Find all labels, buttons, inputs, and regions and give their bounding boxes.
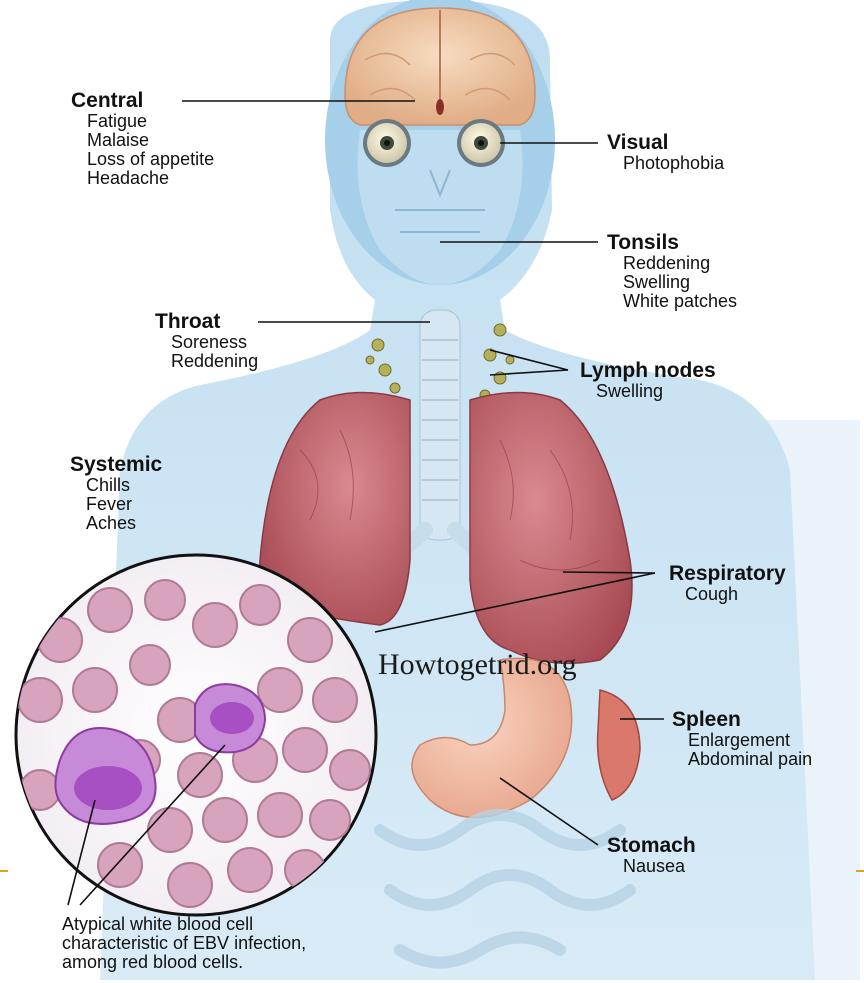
watermark: Howtogetrid.org — [378, 648, 577, 682]
caption-line: characteristic of EBV infection, — [62, 934, 306, 953]
symptom: Swelling — [580, 382, 716, 401]
label-stomach: Stomach Nausea — [607, 835, 696, 876]
blood-cell-micrograph — [16, 555, 376, 915]
symptom: Fatigue — [71, 112, 214, 131]
symptom: Enlargement — [672, 731, 812, 750]
caption-line: Atypical white blood cell — [62, 915, 306, 934]
label-title: Visual — [607, 132, 724, 154]
symptom: Malaise — [71, 131, 214, 150]
label-title: Systemic — [70, 454, 162, 476]
trachea — [420, 310, 460, 540]
symptom: Headache — [71, 169, 214, 188]
label-lymph-nodes: Lymph nodes Swelling — [580, 360, 716, 401]
symptom: Aches — [70, 514, 162, 533]
symptom: Abdominal pain — [672, 750, 812, 769]
symptom: Reddening — [155, 352, 258, 371]
label-spleen: Spleen Enlargement Abdominal pain — [672, 709, 812, 769]
caption-line: among red blood cells. — [62, 953, 306, 972]
label-visual: Visual Photophobia — [607, 132, 724, 173]
pineal-dot — [436, 99, 444, 115]
symptom: Cough — [669, 585, 786, 604]
micrograph-caption: Atypical white blood cell characteristic… — [62, 915, 306, 972]
symptom: Loss of appetite — [71, 150, 214, 169]
symptom: Swelling — [607, 273, 737, 292]
edge-marker-right — [856, 870, 864, 872]
symptom: Chills — [70, 476, 162, 495]
symptom: Soreness — [155, 333, 258, 352]
label-title: Spleen — [672, 709, 812, 731]
label-systemic: Systemic Chills Fever Aches — [70, 454, 162, 533]
symptom: Reddening — [607, 254, 737, 273]
label-throat: Throat Soreness Reddening — [155, 311, 258, 371]
label-title: Throat — [155, 311, 258, 333]
edge-marker-left — [0, 870, 8, 872]
label-respiratory: Respiratory Cough — [669, 563, 786, 604]
label-title: Central — [71, 90, 214, 112]
label-central: Central Fatigue Malaise Loss of appetite… — [71, 90, 214, 188]
label-title: Tonsils — [607, 232, 737, 254]
label-title: Respiratory — [669, 563, 786, 585]
symptom: Fever — [70, 495, 162, 514]
symptom: Nausea — [607, 857, 696, 876]
label-title: Lymph nodes — [580, 360, 716, 382]
symptom: White patches — [607, 292, 737, 311]
symptom: Photophobia — [607, 154, 724, 173]
label-tonsils: Tonsils Reddening Swelling White patches — [607, 232, 737, 311]
label-title: Stomach — [607, 835, 696, 857]
